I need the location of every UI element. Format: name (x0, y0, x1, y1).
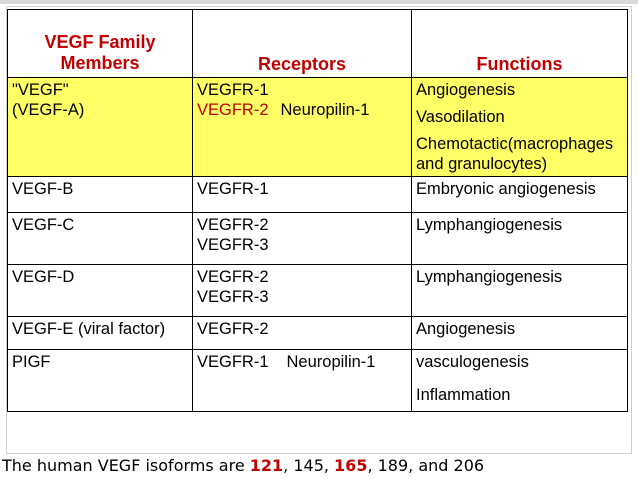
functions-cell: Lymphangiogenesis (411, 264, 628, 317)
receptors-cell: VEGFR-2 VEGFR-3 (192, 264, 412, 317)
table-row-vegf-c: VEGF-C VEGFR-2 VEGFR-3 Lymphangiogenesis (7, 212, 628, 265)
functions-cell: Angiogenesis Vasodilation Chemotactic(ma… (411, 77, 628, 177)
slide-frame (6, 6, 632, 454)
vegf-family-table: VEGF Family Members Receptors Functions … (7, 9, 628, 412)
isoform-165: 165 (334, 456, 368, 475)
receptors-cell: VEGFR-2 VEGFR-3 (192, 212, 412, 265)
functions-cell: vasculogenesis Inflammation (411, 349, 628, 412)
member-cell: PIGF (7, 349, 193, 412)
member-cell: "VEGF" (VEGF-A) (7, 77, 193, 177)
member-cell: VEGF-C (7, 212, 193, 265)
table-row-vegf-e: VEGF-E (viral factor) VEGFR-2 Angiogenes… (7, 316, 628, 350)
receptors-cell: VEGFR-2 (192, 316, 412, 350)
table-row-vegf-b: VEGF-B VEGFR-1 Embryonic angiogenesis (7, 176, 628, 213)
isoform-121: 121 (249, 456, 284, 475)
table-row-vegf-d: VEGF-D VEGFR-2 VEGFR-3 Lymphangiogenesis (7, 264, 628, 317)
member-cell: VEGF-E (viral factor) (7, 316, 193, 350)
receptor-red-label: VEGFR-2 (197, 101, 269, 119)
functions-cell: Embryonic angiogenesis (411, 176, 628, 213)
header-receptors: Receptors (192, 9, 412, 78)
top-rule (0, 0, 638, 4)
table-header-row: VEGF Family Members Receptors Functions (7, 9, 628, 78)
member-cell: VEGF-B (7, 176, 193, 213)
isoforms-footnote: The human VEGF isoforms are 121, 145, 16… (2, 456, 485, 475)
header-functions: Functions (411, 9, 628, 78)
header-family-members: VEGF Family Members (7, 9, 193, 78)
receptors-cell: VEGFR-1 (192, 176, 412, 213)
functions-cell: Lymphangiogenesis (411, 212, 628, 265)
member-cell: VEGF-D (7, 264, 193, 317)
functions-cell: Angiogenesis (411, 316, 628, 350)
